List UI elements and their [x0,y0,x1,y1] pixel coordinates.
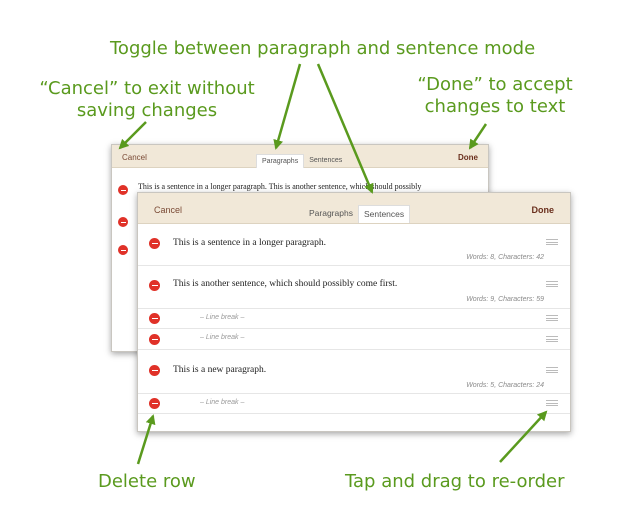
line-break-label: – Line break – [200,399,245,406]
delete-row-icon[interactable] [149,398,160,409]
mode-toggle[interactable]: Paragraphs Sentences [304,205,411,223]
list-item[interactable]: – Line break – [138,308,570,329]
tab-paragraphs[interactable]: Paragraphs [256,154,305,168]
delete-row-icon[interactable] [118,185,128,195]
row-stats: Words: 8, Characters: 42 [466,254,544,261]
mode-toggle[interactable]: Paragraphs Sentences [256,154,347,168]
drag-handle-icon[interactable] [546,367,558,373]
sentence-text: This is another sentence, which should p… [173,279,398,289]
drag-handle-icon[interactable] [546,281,558,287]
cancel-button[interactable]: Cancel [122,153,147,162]
tab-sentences[interactable]: Sentences [309,157,343,164]
delete-row-icon[interactable] [149,334,160,345]
done-button[interactable]: Done [458,153,478,162]
done-button[interactable]: Done [531,205,555,215]
callout-toggle-mode: Toggle between paragraph and sentence mo… [110,38,536,59]
list-item[interactable]: This is another sentence, which should p… [138,265,570,309]
callout-drag-reorder: Tap and drag to re-order [345,471,565,492]
list-item[interactable]: – Line break – [138,328,570,350]
drag-handle-icon[interactable] [546,336,558,342]
list-item[interactable]: This is a new paragraph. Words: 5, Chara… [138,349,570,394]
sentence-text: This is a sentence in a longer paragraph… [173,238,326,248]
callout-done-line2: changes to text [424,96,566,117]
callout-cancel-line2: saving changes [76,100,218,121]
delete-row-icon[interactable] [118,217,128,227]
line-break-label: – Line break – [200,314,245,321]
sentence-mode-toolbar: Cancel Paragraphs Sentences Done [138,193,570,224]
paragraph-mode-toolbar: Cancel Paragraphs Sentences Done [112,145,488,168]
delete-row-icon[interactable] [149,280,160,291]
row-stats: Words: 5, Characters: 24 [466,382,544,389]
tab-sentences[interactable]: Sentences [357,205,411,223]
arrow-to-back-toggle [273,63,302,150]
drag-handle-icon[interactable] [546,400,558,406]
tab-paragraphs[interactable]: Paragraphs [309,208,353,218]
delete-row-icon[interactable] [149,313,160,324]
paragraph-text: This is a sentence in a longer paragraph… [138,182,422,191]
list-item[interactable]: – Line break – [138,393,570,414]
callout-done-line1: “Done” to accept [417,74,573,95]
drag-handle-icon[interactable] [546,315,558,321]
callout-cancel: “Cancel” to exit without saving changes [22,78,272,122]
callout-cancel-line1: “Cancel” to exit without [39,78,255,99]
list-item[interactable]: This is a sentence in a longer paragraph… [138,223,570,266]
delete-row-icon[interactable] [149,238,160,249]
row-stats: Words: 9, Characters: 59 [466,296,544,303]
delete-row-icon[interactable] [118,245,128,255]
callout-done: “Done” to accept changes to text [400,74,590,118]
callout-delete-row: Delete row [98,471,196,492]
sentence-text: This is a new paragraph. [173,365,267,375]
sentence-mode-panel: Cancel Paragraphs Sentences Done This is… [137,192,571,432]
line-break-label: – Line break – [200,334,245,341]
drag-handle-icon[interactable] [546,239,558,245]
cancel-button[interactable]: Cancel [154,205,183,215]
delete-row-icon[interactable] [149,365,160,376]
